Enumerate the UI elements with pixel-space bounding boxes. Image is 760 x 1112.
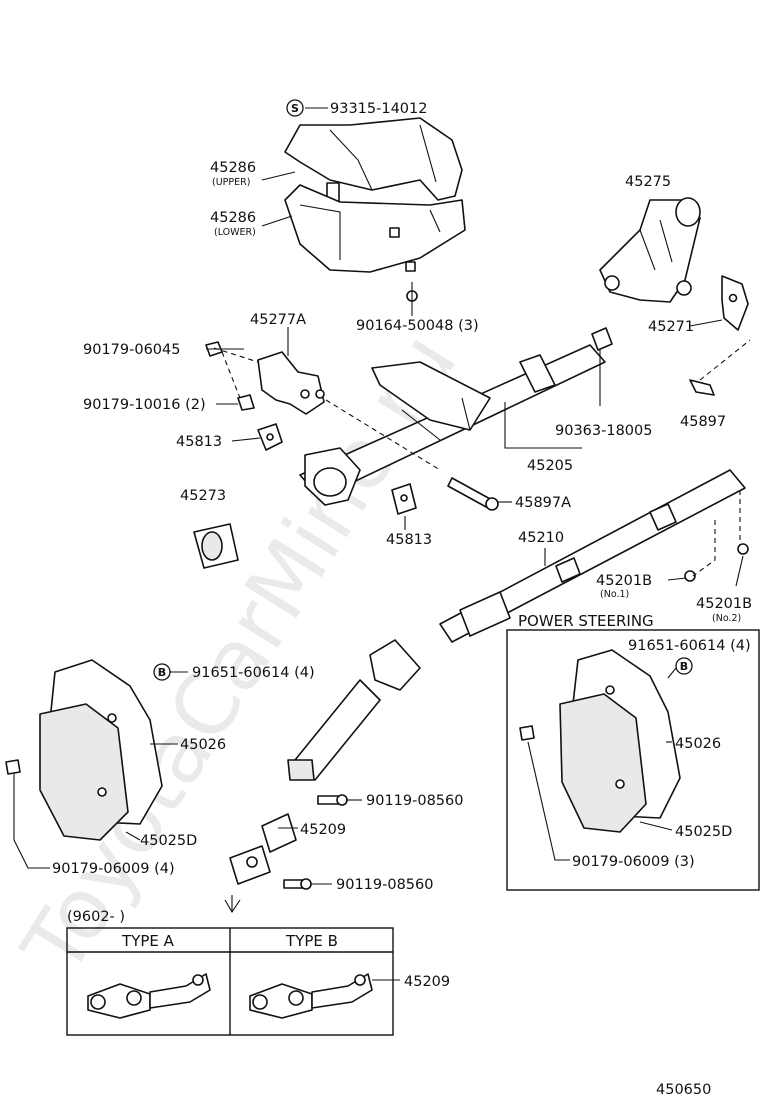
date-code: (9602- ) xyxy=(67,909,125,925)
svg-text:B: B xyxy=(158,666,166,679)
label-90179-06045: 90179-06045 xyxy=(83,342,181,358)
label-45025d-right: 45025D xyxy=(675,824,732,840)
assembly-line-1 xyxy=(213,347,441,471)
snap-ring-45201b-2 xyxy=(737,543,749,555)
nut-90179-10016 xyxy=(237,394,255,411)
label-45813-a: 45813 xyxy=(176,434,222,450)
label-91651-60614-left: 91651-60614 (4) xyxy=(192,665,315,681)
label-45897: 45897 xyxy=(680,414,726,430)
power-steering-box xyxy=(506,629,760,891)
label-93315-14012: 93315-14012 xyxy=(330,101,428,117)
intermediate-shaft-45210 xyxy=(287,469,746,781)
label-45201b-no1: 45201B xyxy=(596,573,652,589)
label-45273: 45273 xyxy=(180,488,226,504)
snap-ring-45201b-1 xyxy=(684,570,696,582)
bushing-45273 xyxy=(193,523,239,569)
label-45286-lower: 45286 xyxy=(210,210,256,226)
label-90119-08560-b: 90119-08560 xyxy=(336,877,434,893)
type-a-header: TYPE A xyxy=(121,932,175,950)
label-45271: 45271 xyxy=(648,319,694,335)
column-cover-lower xyxy=(284,184,466,273)
joint-type-b xyxy=(249,973,373,1019)
symbol-b-right: B xyxy=(675,657,693,675)
label-45201b-no2: 45201B xyxy=(696,596,752,612)
bolt-90119-a xyxy=(317,794,348,806)
label-45277a: 45277A xyxy=(250,312,306,328)
label-91651-60614-right: 91651-60614 (4) xyxy=(628,638,751,654)
label-45205: 45205 xyxy=(527,458,573,474)
label-no1: (No.1) xyxy=(600,589,629,600)
label-45026-left: 45026 xyxy=(180,737,226,753)
label-no2: (No.2) xyxy=(712,613,741,624)
label-45209: 45209 xyxy=(300,822,346,838)
label-upper: (UPPER) xyxy=(212,177,250,188)
screw-90164 xyxy=(406,282,418,302)
label-45813-b: 45813 xyxy=(386,532,432,548)
bolt-90119-b xyxy=(283,878,312,890)
bearing-90363 xyxy=(591,327,613,351)
label-90119-08560-a: 90119-08560 xyxy=(366,793,464,809)
label-90179-10016: 90179-10016 (2) xyxy=(83,397,206,413)
label-45025d-left: 45025D xyxy=(140,833,197,849)
column-bracket-45275 xyxy=(599,197,701,303)
boot-cover-45026-left xyxy=(39,659,163,841)
joint-type-a xyxy=(87,973,211,1019)
bracket-45271 xyxy=(721,275,749,331)
diagram-id: 450650 xyxy=(656,1082,711,1098)
bracket-45277a xyxy=(257,351,325,415)
universal-joint-45209 xyxy=(224,813,297,914)
label-90363-18005: 90363-18005 xyxy=(555,423,653,439)
symbol-s: S xyxy=(286,99,304,117)
bolt-45897a xyxy=(447,477,499,511)
bolt-45897 xyxy=(689,339,751,396)
power-steering-title: POWER STEERING xyxy=(518,612,654,630)
steering-column-45205 xyxy=(299,344,606,506)
label-45897a: 45897A xyxy=(515,495,571,511)
clamp-45813-a xyxy=(257,423,283,451)
clamp-45813-b xyxy=(391,483,417,515)
type-b-header: TYPE B xyxy=(285,932,338,950)
nut-90179-right xyxy=(519,725,535,741)
label-45286-upper: 45286 xyxy=(210,160,256,176)
label-90179-06009-right: 90179-06009 (3) xyxy=(572,854,695,870)
symbol-b-left: B xyxy=(153,663,171,681)
boot-cover-45026-right xyxy=(559,649,681,833)
label-45209-table: 45209 xyxy=(404,974,450,990)
label-45210: 45210 xyxy=(518,530,564,546)
column-cover-upper xyxy=(284,117,463,204)
assembly-line-2 xyxy=(692,490,741,577)
label-90164-50048: 90164-50048 (3) xyxy=(356,318,479,334)
svg-text:B: B xyxy=(680,660,688,673)
nut-90179-left xyxy=(5,759,21,840)
label-lower: (LOWER) xyxy=(214,227,256,238)
label-45026-right: 45026 xyxy=(675,736,721,752)
label-45275: 45275 xyxy=(625,174,671,190)
label-90179-06009-left: 90179-06009 (4) xyxy=(52,861,175,877)
svg-text:S: S xyxy=(291,102,299,115)
